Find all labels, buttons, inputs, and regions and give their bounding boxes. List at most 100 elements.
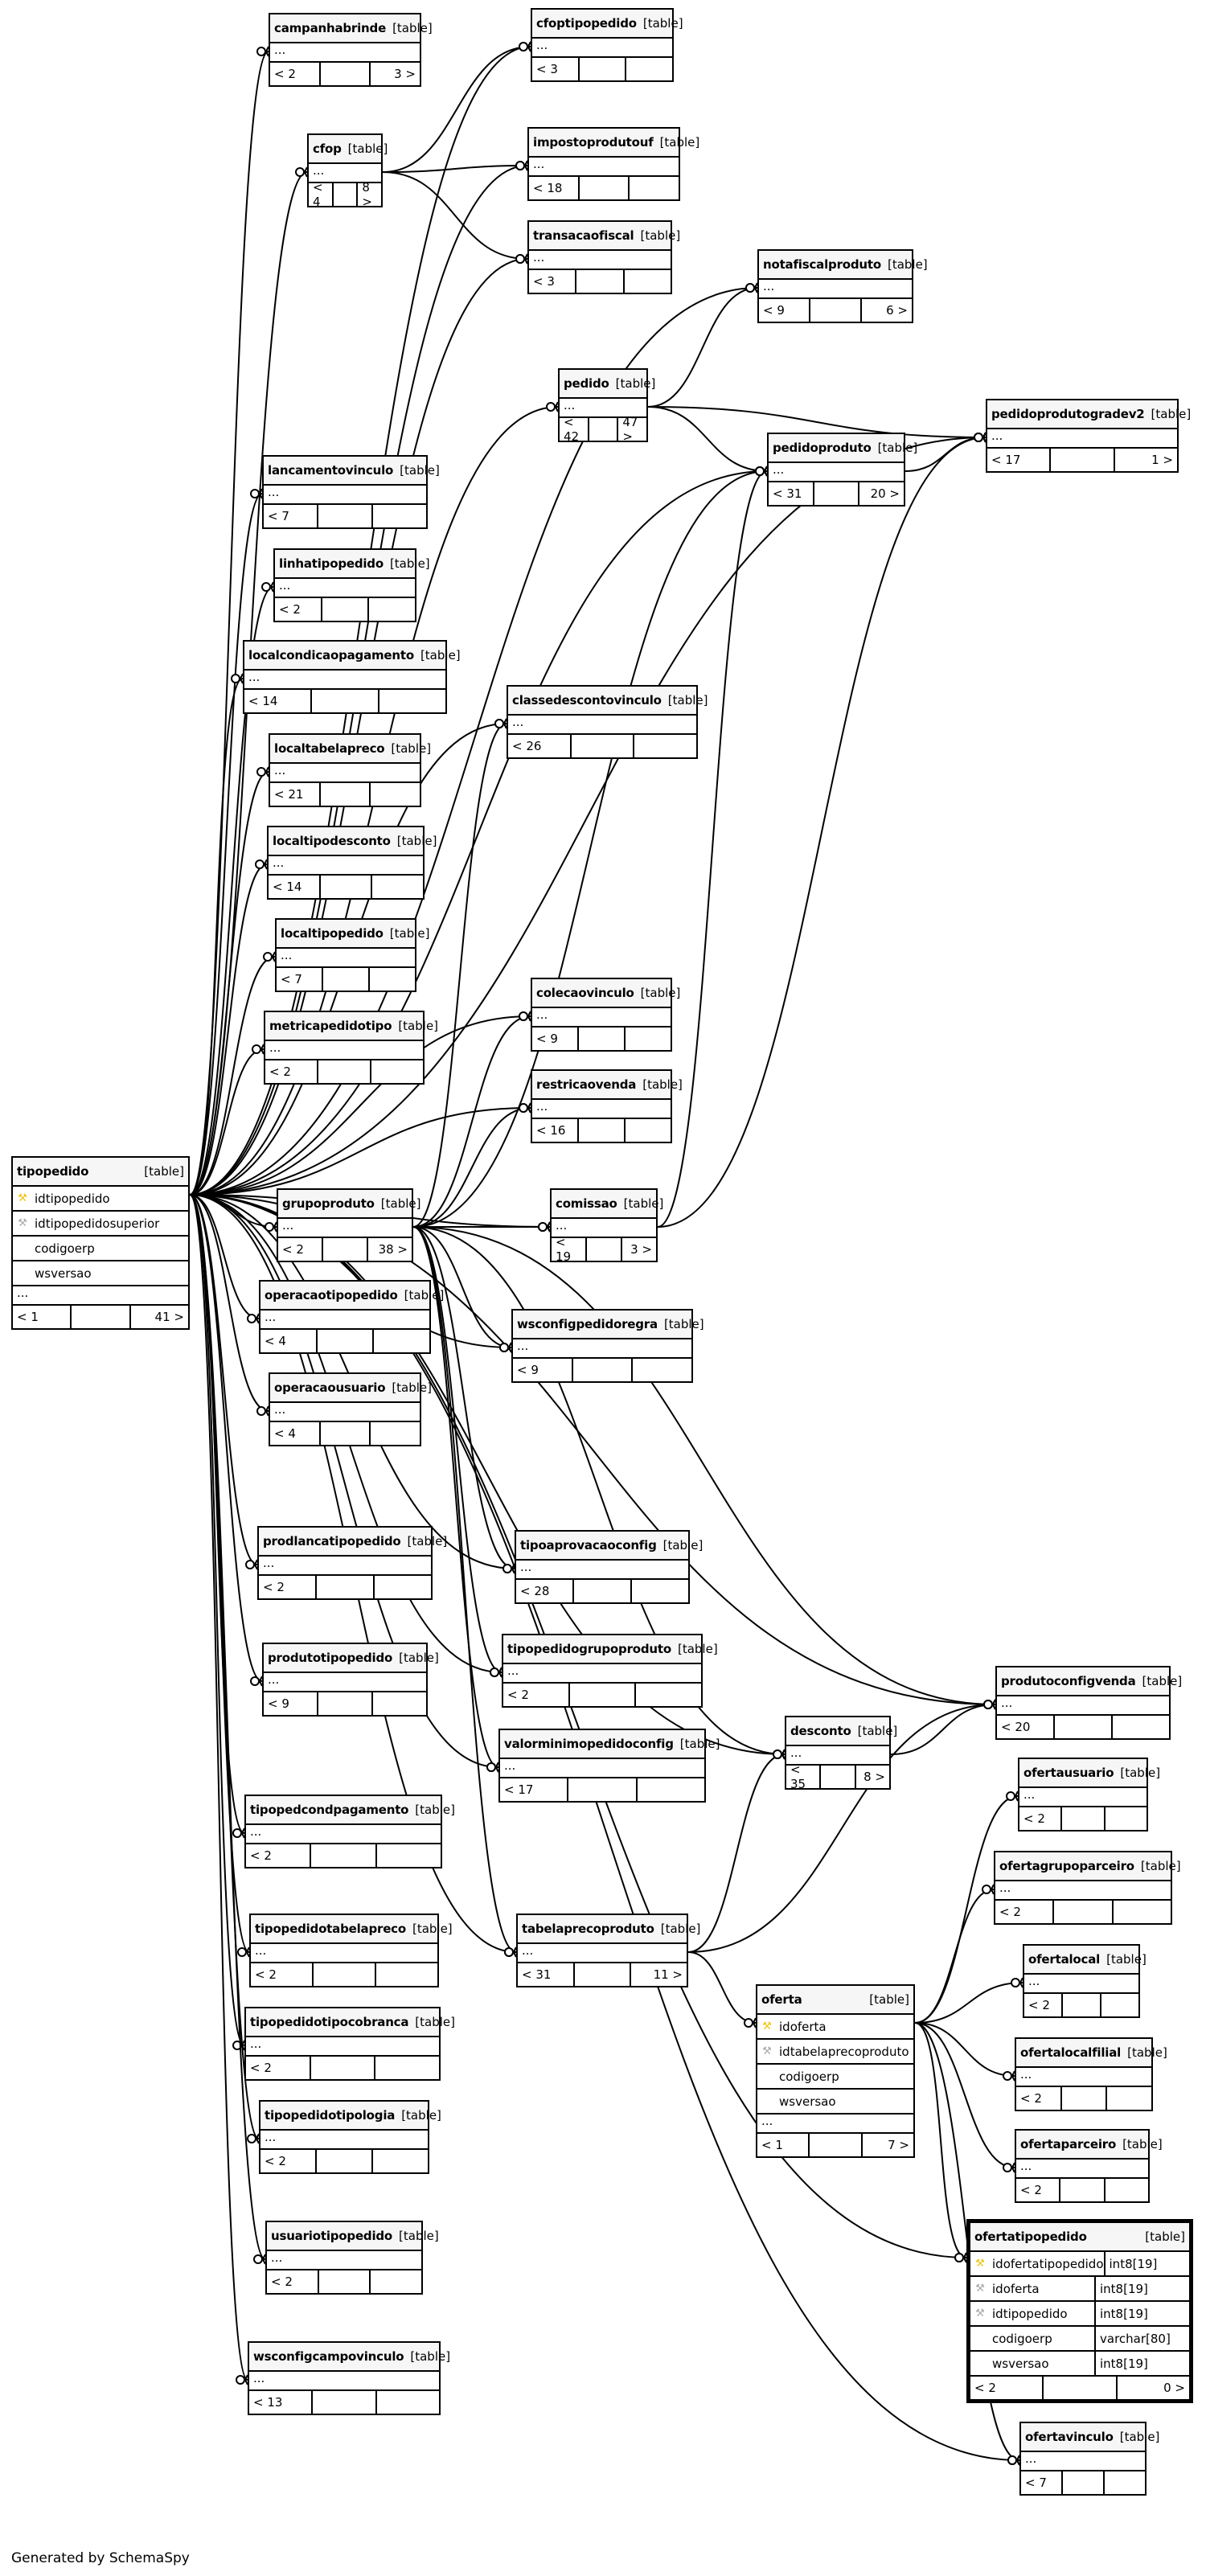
table-wsconfigcampovinculo[interactable]: wsconfigcampovinculo[table]...< 13 <box>248 2341 450 2415</box>
table-ofertausuario[interactable]: ofertausuario[table]...< 2 <box>1018 1758 1160 1832</box>
children-count[interactable] <box>369 598 415 621</box>
children-count[interactable]: 3 > <box>630 1242 652 1257</box>
table-tipopedido[interactable]: tipopedido[table] ⚒idtipopedido ⚒idtipop… <box>11 1156 190 1330</box>
parents-count[interactable]: < 2 <box>275 598 322 621</box>
column-row[interactable]: wsversao <box>13 1261 188 1286</box>
children-count[interactable] <box>636 1684 701 1706</box>
children-count[interactable]: 8 > <box>362 180 372 209</box>
table-metricapedidotipo[interactable]: metricapedidotipo[table]...< 2 <box>264 1011 438 1085</box>
table-classedescontovinculo[interactable]: classedescontovinculo[table]...< 26 <box>507 685 708 759</box>
column-row[interactable]: ⚒idtabelaprecoproduto <box>757 2040 913 2065</box>
children-count[interactable]: 20 > <box>870 486 900 501</box>
parents-count[interactable]: < 2 <box>270 63 321 85</box>
column-row[interactable]: codigoerp <box>757 2065 913 2090</box>
children-count[interactable]: 8 > <box>863 1770 885 1784</box>
children-count[interactable] <box>633 1359 691 1381</box>
parents-count[interactable]: < 2 <box>995 1901 1055 1923</box>
children-count[interactable]: 41 > <box>154 1310 184 1324</box>
children-count[interactable]: 47 > <box>622 415 638 444</box>
table-localtipodesconto[interactable]: localtipodesconto[table]...< 14 <box>267 826 437 900</box>
table-transacaofiscal[interactable]: transacaofiscal[table]...< 3 <box>527 220 680 294</box>
table-colecaovinculo[interactable]: colecaovinculo[table]...< 9 <box>531 978 680 1052</box>
children-count[interactable] <box>632 1580 688 1602</box>
parents-count[interactable]: < 9 <box>532 1028 579 1050</box>
table-tipopedidotipocobranca[interactable]: tipopedidotipocobranca[table]...< 2 <box>244 2007 455 2081</box>
children-count[interactable] <box>1114 1901 1171 1923</box>
parents-count[interactable]: < 17 <box>987 449 1052 471</box>
table-produtotipopedido[interactable]: produtotipopedido[table]...< 9 <box>262 1643 439 1717</box>
parents-count[interactable]: < 2 <box>260 2150 317 2172</box>
parents-count[interactable]: < 2 <box>251 1963 314 1986</box>
parents-count[interactable]: < 2 <box>246 2057 311 2079</box>
children-count[interactable] <box>634 735 696 757</box>
children-count[interactable] <box>638 1778 704 1801</box>
children-count[interactable] <box>630 177 679 199</box>
parents-count[interactable]: < 9 <box>759 299 810 322</box>
table-wsconfigpedidoregra[interactable]: wsconfigpedidoregra[table]...< 9 <box>511 1309 704 1383</box>
parents-count[interactable]: < 17 <box>500 1778 569 1801</box>
parents-count[interactable]: < 9 <box>513 1359 573 1381</box>
table-tipopedidotipologia[interactable]: tipopedidotipologia[table]...< 2 <box>259 2100 441 2174</box>
column-row[interactable]: ⚒idtipopedidosuperior <box>13 1212 188 1237</box>
parents-count[interactable]: < 13 <box>249 2391 314 2414</box>
children-count[interactable] <box>373 1692 426 1715</box>
parents-count[interactable]: < 2 <box>503 1684 570 1706</box>
table-operacaotipopedido[interactable]: operacaotipopedido[table]...< 4 <box>259 1280 444 1354</box>
parents-count[interactable]: < 2 <box>278 1238 323 1261</box>
children-count[interactable]: 38 > <box>378 1242 408 1257</box>
children-count[interactable] <box>377 2391 439 2414</box>
table-restricaovenda[interactable]: restricaovenda[table]...< 16 <box>531 1069 683 1143</box>
parents-count[interactable]: < 28 <box>516 1580 574 1602</box>
children-count[interactable] <box>374 1330 429 1352</box>
table-tipopedidotabelapreco[interactable]: tipopedidotabelapreco[table]...< 2 <box>249 1914 453 1987</box>
parents-count[interactable]: < 26 <box>508 735 572 757</box>
table-localtipopedido[interactable]: localtipopedido[table]...< 7 <box>275 918 430 992</box>
table-localtabelapreco[interactable]: localtabelapreco[table]...< 21 <box>269 733 431 807</box>
table-operacaousuario[interactable]: operacaousuario[table]...< 4 <box>269 1372 432 1446</box>
parents-count[interactable]: < 4 <box>309 180 334 209</box>
table-ofertatipopedido[interactable]: ofertatipopedido[table] ⚒idofertatipoped… <box>966 2219 1193 2403</box>
children-count[interactable] <box>371 1422 420 1445</box>
parents-count[interactable]: < 14 <box>244 690 312 712</box>
parents-count[interactable]: < 7 <box>277 968 323 991</box>
parents-count[interactable]: < 7 <box>264 505 318 527</box>
table-ofertalocal[interactable]: ofertalocal[table]...< 2 <box>1023 1944 1147 2018</box>
table-ofertalocalfilial[interactable]: ofertalocalfilial[table]...< 2 <box>1015 2037 1167 2111</box>
parents-count[interactable]: < 1 <box>757 2134 810 2156</box>
children-count[interactable] <box>373 2150 428 2172</box>
children-count[interactable] <box>625 270 671 293</box>
children-count[interactable] <box>1106 2179 1148 2201</box>
parents-count[interactable]: < 31 <box>769 482 814 505</box>
parents-count[interactable]: < 9 <box>264 1692 318 1715</box>
children-count[interactable] <box>1101 1994 1138 2016</box>
children-count[interactable] <box>375 2057 439 2079</box>
parents-count[interactable]: < 2 <box>970 2377 1044 2399</box>
table-tipopedidogrupoproduto[interactable]: tipopedidogrupoproduto[table]...< 2 <box>502 1634 718 1708</box>
children-count[interactable] <box>373 505 426 527</box>
parents-count[interactable]: < 14 <box>269 876 321 898</box>
parents-count[interactable]: < 2 <box>267 2270 319 2293</box>
table-lancamentovinculo[interactable]: lancamentovinculo[table]...< 7 <box>262 455 440 529</box>
column-row[interactable]: ⚒idtipopedido <box>13 1187 188 1212</box>
table-linhatipopedido[interactable]: linhatipopedido[table]...< 2 <box>273 548 430 622</box>
parents-count[interactable]: < 16 <box>532 1119 579 1142</box>
table-valorminimopedidoconfig[interactable]: valorminimopedidoconfig[table]...< 17 <box>498 1729 720 1803</box>
table-usuariotipopedido[interactable]: usuariotipopedido[table]...< 2 <box>265 2221 439 2295</box>
parents-count[interactable]: < 42 <box>560 415 589 444</box>
table-tipoaprovacaoconfig[interactable]: tipoaprovacaoconfig[table]...< 28 <box>515 1530 703 1604</box>
table-produtoconfigvenda[interactable]: produtoconfigvenda[table]...< 20 <box>995 1666 1182 1740</box>
children-count[interactable] <box>376 1963 437 1986</box>
table-ofertaparceiro[interactable]: ofertaparceiro[table]...< 2 <box>1015 2129 1163 2203</box>
parents-count[interactable]: < 2 <box>1016 2179 1061 2201</box>
parents-count[interactable]: < 4 <box>270 1422 321 1445</box>
